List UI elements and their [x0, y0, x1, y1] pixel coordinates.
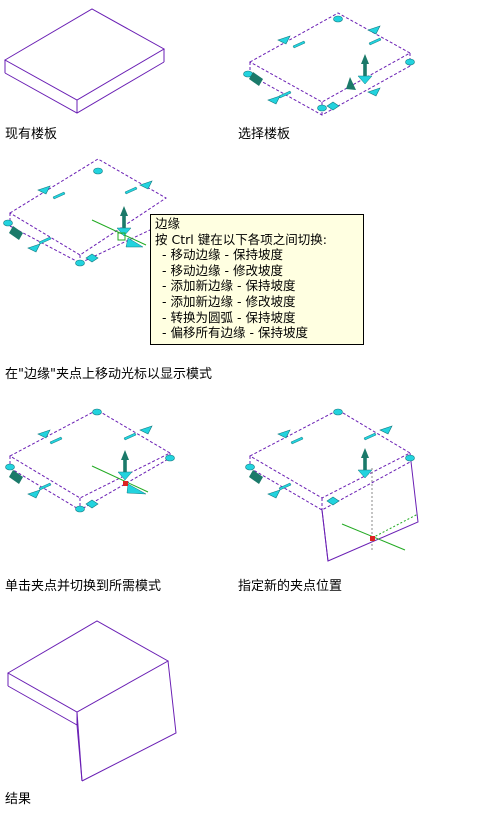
tooltip-instruction: 按 Ctrl 键在以下各项之间切换:: [155, 231, 327, 247]
click-slab: [5, 408, 175, 513]
tooltip-title: 边缘: [155, 216, 181, 231]
caption-result: 结果: [5, 792, 32, 807]
specify-slab: [245, 408, 419, 562]
caption-specify: 指定新的夹点位置: [238, 579, 343, 594]
edge-tooltip: 边缘 按 Ctrl 键在以下各项之间切换: - 移动边缘 - 保持坡度 - 移动…: [150, 214, 364, 345]
tooltip-option: - 添加新边缘 - 保持坡度: [162, 278, 296, 294]
hover-slab: [3, 158, 167, 267]
caption-hover: 在"边缘"夹点上移动光标以显示模式: [5, 367, 212, 382]
caption-click: 单击夹点并切换到所需模式: [5, 579, 162, 594]
tooltip-option: - 移动边缘 - 修改坡度: [162, 262, 283, 278]
tooltip-option: - 添加新边缘 - 修改坡度: [162, 293, 296, 309]
caption-existing: 现有楼板: [5, 127, 58, 142]
caption-select: 选择楼板: [238, 127, 291, 142]
tooltip-option: - 转换为圆弧 - 保持坡度: [162, 309, 296, 325]
selected-slab: [243, 12, 415, 116]
existing-slab: [3, 8, 166, 114]
result-slab: [6, 620, 177, 782]
tooltip-option: - 偏移所有边缘 - 保持坡度: [162, 325, 308, 341]
tooltip-option: - 移动边缘 - 保持坡度: [162, 247, 283, 263]
